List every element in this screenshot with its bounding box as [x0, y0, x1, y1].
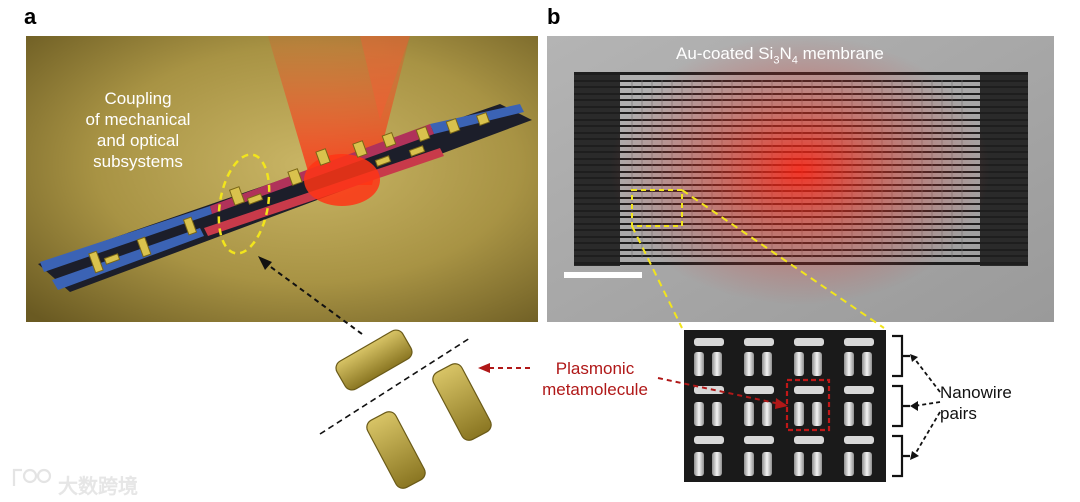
laser-spot [304, 154, 380, 206]
laser-glow [610, 35, 990, 305]
watermark-logo-icon [14, 470, 50, 486]
nanowire-pairs-label: Nanowire pairs [940, 382, 1020, 424]
membrane-label-pre: Au-coated Si [676, 44, 773, 63]
metamolecule-3d [320, 327, 494, 491]
panel-a-scene [26, 36, 538, 322]
membrane-label: Au-coated Si3N4 membrane [676, 44, 884, 66]
panel-b-sem [547, 35, 1054, 322]
watermark-text: 大数跨境 [58, 470, 138, 499]
scale-bar [564, 272, 642, 278]
membrane-label-post: membrane [798, 44, 884, 63]
membrane-label-mid: N [779, 44, 791, 63]
coupling-annotation: Coupling of mechanical and optical subsy… [58, 88, 218, 172]
plasmonic-metamolecule-label: Plasmonic metamolecule [530, 358, 660, 400]
nanowire-brackets [892, 336, 910, 476]
